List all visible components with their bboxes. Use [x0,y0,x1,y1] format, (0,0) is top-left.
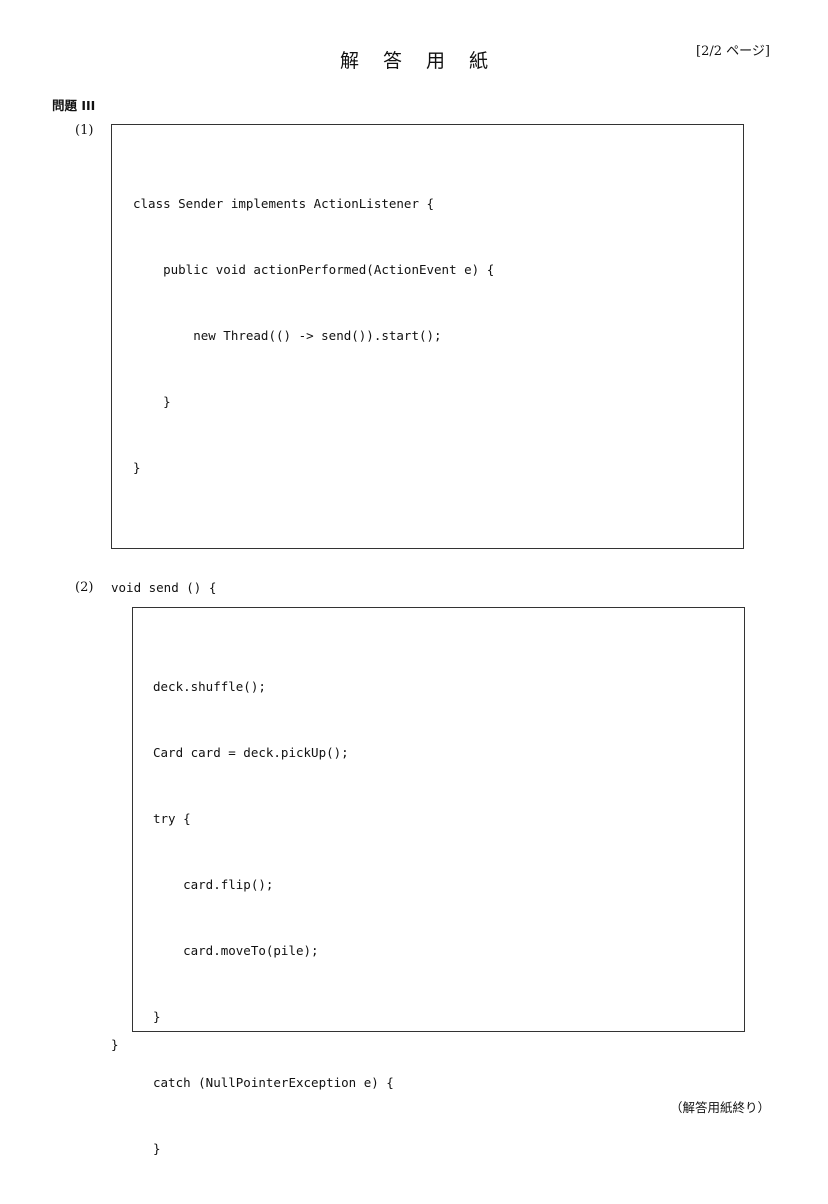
code-line: public void actionPerformed(ActionEvent … [133,262,495,277]
question-1-label: (1) [75,123,94,138]
problem-heading: 問題 III [52,98,96,113]
code-line: card.flip(); [153,877,274,892]
answer-1-code: class Sender implements ActionListener {… [133,149,494,523]
method-closing-brace: } [111,1037,119,1052]
code-line: card.moveTo(pile); [153,943,319,958]
code-line: } [133,394,171,409]
code-line: } [153,1009,161,1024]
code-line: Card card = deck.pickUp(); [153,745,349,760]
method-signature: void send () { [111,580,217,595]
code-line: class Sender implements ActionListener { [133,196,435,211]
answer-box-2[interactable]: deck.shuffle(); Card card = deck.pickUp(… [132,607,745,1156]
code-line: } [133,460,141,475]
code-line: deck.shuffle(); [153,679,266,694]
page-number: [2/2 ページ] [696,44,770,59]
code-line: new Thread(() -> send()).start(); [133,328,442,343]
answer-2-code: deck.shuffle(); Card card = deck.pickUp(… [153,632,394,1204]
answer-box-1[interactable]: class Sender implements ActionListener {… [111,124,744,549]
code-line: try { [153,811,191,826]
code-line: catch (NullPointerException e) { [153,1075,394,1090]
code-line: } [153,1141,161,1156]
page-title: 解 答 用 紙 [339,50,498,72]
question-2-label: (2) [75,580,94,595]
footer-note: （解答用紙終り） [669,1100,770,1115]
